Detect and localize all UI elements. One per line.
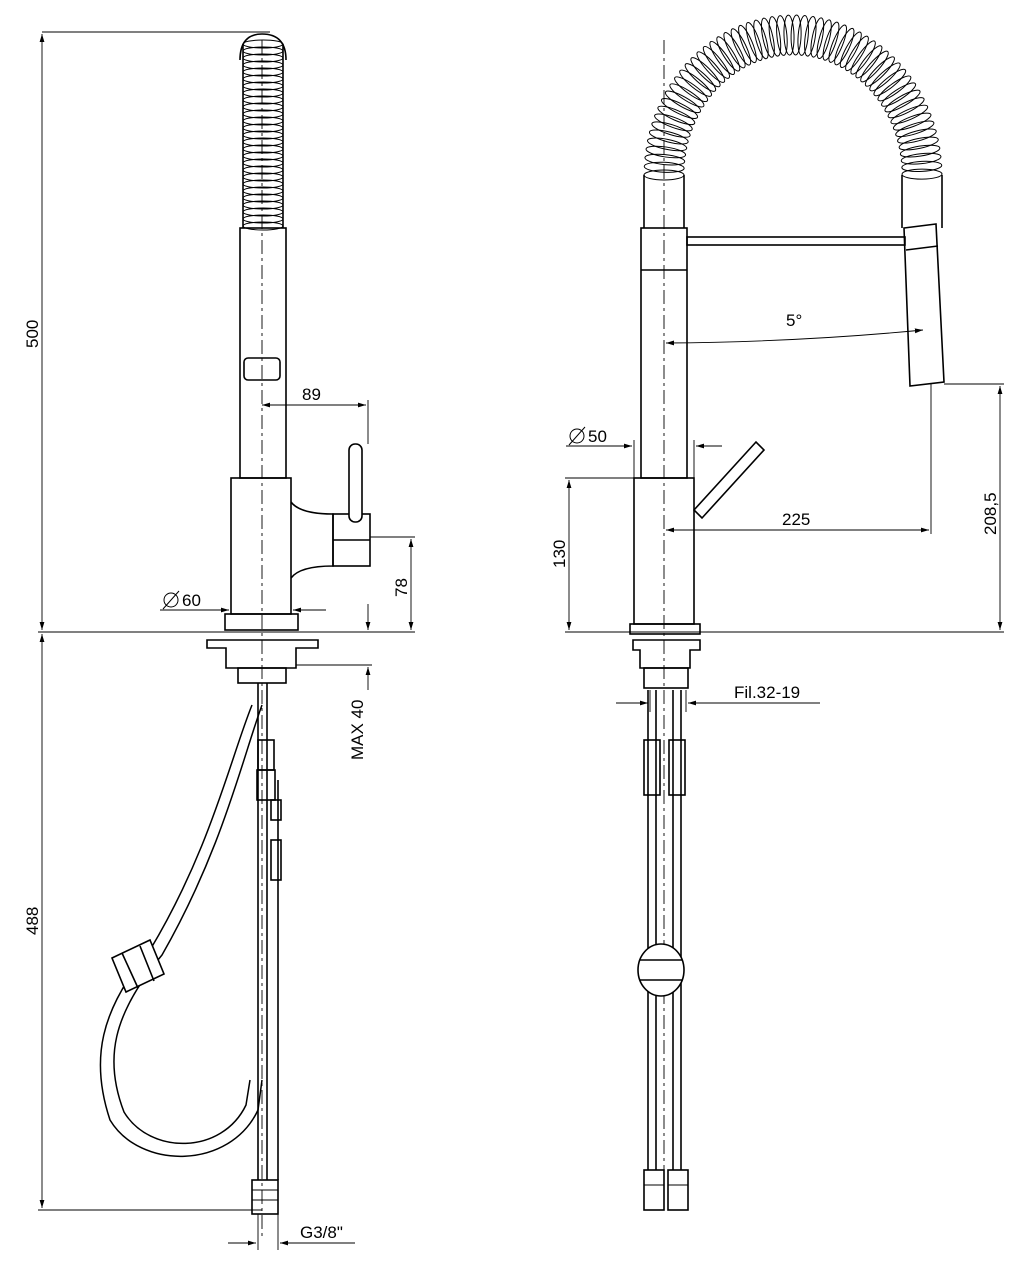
- dimension-500: 500: [23, 320, 42, 348]
- right-view: [629, 14, 945, 1211]
- spring-coil-left: [239, 33, 287, 231]
- dimension-g38: G3/8": [300, 1223, 343, 1242]
- dimension-225: 225: [782, 510, 810, 529]
- dimension-fil-32-19: Fil.32-19: [734, 683, 800, 702]
- dimension-max-40: MAX 40: [348, 700, 367, 760]
- dimension-5-degrees: 5°: [786, 311, 802, 330]
- diameter-symbol-icon: [162, 590, 180, 610]
- hose-weight-left: [110, 938, 166, 994]
- dimension-130: 130: [550, 540, 569, 568]
- right-dimensions: 5° 50 130 225 208,5 Fil.32-19: [550, 311, 1004, 712]
- spring-coil-right: [643, 14, 943, 228]
- dimension-208-5: 208,5: [981, 492, 1000, 535]
- dimension-diameter-60: 60: [182, 591, 201, 610]
- diameter-symbol-icon-right: [568, 426, 586, 446]
- dimension-78: 78: [392, 578, 411, 597]
- left-dimensions: 500 488 89 60 78 MAX 40 G3/8": [23, 31, 415, 1250]
- dimension-diameter-50: 50: [588, 427, 607, 446]
- dimension-89: 89: [302, 385, 321, 404]
- left-view: [99, 33, 371, 1240]
- dimension-488: 488: [23, 907, 42, 935]
